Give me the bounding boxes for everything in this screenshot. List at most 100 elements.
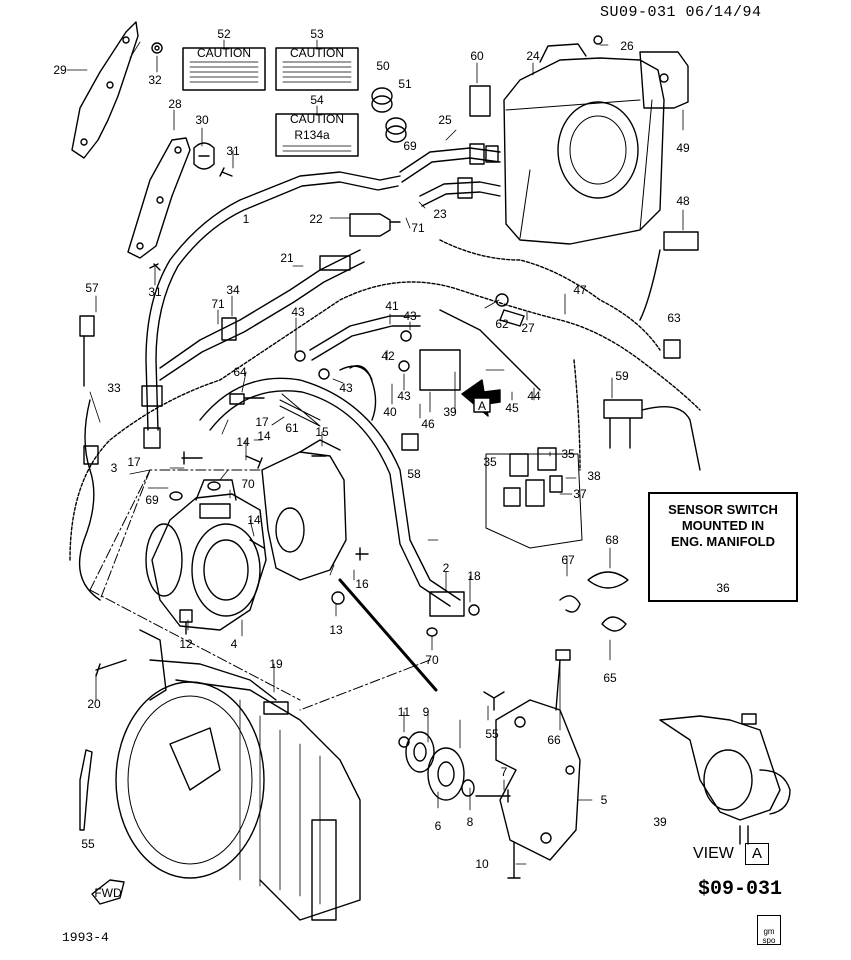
- callout-30: 30: [195, 113, 209, 127]
- callout-25: 25: [438, 113, 452, 127]
- label-63: [663, 339, 681, 359]
- bracket-29: [71, 21, 139, 159]
- view-label: VIEW: [693, 845, 734, 862]
- callout-29: 29: [53, 63, 67, 77]
- callout-14b: 14: [236, 435, 250, 449]
- bolts-14-15: [245, 455, 327, 549]
- callout-2: 2: [443, 561, 450, 575]
- callout-16: 16: [355, 577, 369, 591]
- callout-numbers: 52 53 54 29 32 28 30 31 31 50 51 60 24 2…: [53, 27, 690, 871]
- callout-7: 7: [501, 765, 508, 779]
- fasteners-43: [294, 330, 412, 380]
- grommet-50: [371, 87, 393, 113]
- callout-18: 18: [467, 569, 481, 583]
- callout-69b: 69: [145, 493, 159, 507]
- callout-59: 59: [615, 369, 629, 383]
- callout-63: 63: [667, 311, 681, 325]
- vacuum-pump-39: [419, 309, 541, 391]
- model-year: 1993-4: [62, 930, 109, 945]
- callout-47: 47: [573, 283, 587, 297]
- callout-67: 67: [561, 553, 575, 567]
- callout-43d: 43: [397, 389, 411, 403]
- badge-bottom: spo: [762, 936, 776, 945]
- r134a-label-54: CAUTION R134a: [275, 112, 359, 157]
- mount-bracket: [139, 629, 167, 701]
- callout-50: 50: [376, 59, 390, 73]
- compressor-bracket-3: [261, 439, 347, 581]
- callout-57: 57: [85, 281, 99, 295]
- callout-10: 10: [475, 857, 489, 871]
- sensor-27: [499, 309, 525, 327]
- screw-16: [355, 547, 369, 561]
- callout-32: 32: [148, 73, 162, 87]
- callout-35a: 35: [483, 455, 497, 469]
- bolt-17: [181, 451, 203, 465]
- callout-33: 33: [107, 381, 121, 395]
- callout-27: 27: [521, 321, 535, 335]
- fwd-text: FWD: [94, 886, 122, 900]
- callout-49: 49: [676, 141, 690, 155]
- callout-53: 53: [310, 27, 324, 41]
- callout-39: 39: [443, 405, 457, 419]
- hose-2: [199, 377, 465, 617]
- pulley-9: [405, 731, 435, 773]
- callout-55b: 55: [485, 727, 499, 741]
- callout-44: 44: [527, 389, 541, 403]
- caution-text: CAUTION: [290, 112, 344, 126]
- grommet-51: [385, 117, 407, 143]
- caution-label-53: CAUTION: [275, 46, 359, 91]
- callout-54: 54: [310, 93, 324, 107]
- clip-66: [555, 649, 571, 711]
- callout-22: 22: [309, 212, 323, 226]
- nut-13: [331, 591, 345, 605]
- compressor-4: [145, 479, 267, 631]
- sensor-box-part: 36: [716, 581, 730, 595]
- clip-58: [401, 433, 419, 451]
- sensor-box-line3: ENG. MANIFOLD: [671, 534, 775, 549]
- callout-64: 64: [233, 365, 247, 379]
- caution-text: CAUTION: [197, 46, 251, 60]
- hose-connector-34: [221, 317, 237, 341]
- callout-24: 24: [526, 49, 540, 63]
- bolt-10: [507, 841, 521, 879]
- callout-43c: 43: [339, 381, 353, 395]
- callout-55a: 55: [81, 837, 95, 851]
- screw-31b: [149, 263, 161, 271]
- relay-35b: [537, 447, 557, 471]
- oring-70: [207, 481, 438, 637]
- callout-41: 41: [385, 299, 399, 313]
- seal-60: [469, 85, 491, 117]
- harness-47: [69, 239, 701, 561]
- callout-26: 26: [620, 39, 634, 53]
- view-letter: A: [745, 843, 769, 865]
- bolt-20: [95, 659, 127, 677]
- assembly-leader-lines: [89, 469, 431, 711]
- fuse-38: [549, 475, 563, 493]
- caution-label-52: CAUTION: [182, 46, 266, 91]
- callout-43b: 43: [403, 309, 417, 323]
- sensor-switch-box: SENSOR SWITCH MOUNTED IN ENG. MANIFOLD 3…: [648, 492, 798, 602]
- callout-52: 52: [217, 27, 231, 41]
- callout-37: 37: [573, 487, 587, 501]
- clamp-67: [559, 595, 581, 613]
- clamp-30: [193, 142, 215, 170]
- connector-57: [79, 315, 95, 387]
- callout-5: 5: [601, 793, 608, 807]
- callout-34: 34: [226, 283, 240, 297]
- wire-33: [78, 399, 101, 601]
- motor-49: [639, 51, 689, 109]
- callout-38: 38: [587, 469, 601, 483]
- callout-14a: 14: [257, 429, 271, 443]
- callout-46: 46: [421, 417, 435, 431]
- callout-62: 62: [495, 317, 509, 331]
- callout-66: 66: [547, 733, 561, 747]
- callout-60: 60: [470, 49, 484, 63]
- evaporator-case-24: [503, 43, 665, 245]
- forward-arrow: FWD: [91, 879, 125, 905]
- pointer-line: [338, 578, 438, 692]
- hose-1: [141, 171, 401, 449]
- nut-26: [593, 35, 603, 45]
- callout-42: 42: [381, 349, 395, 363]
